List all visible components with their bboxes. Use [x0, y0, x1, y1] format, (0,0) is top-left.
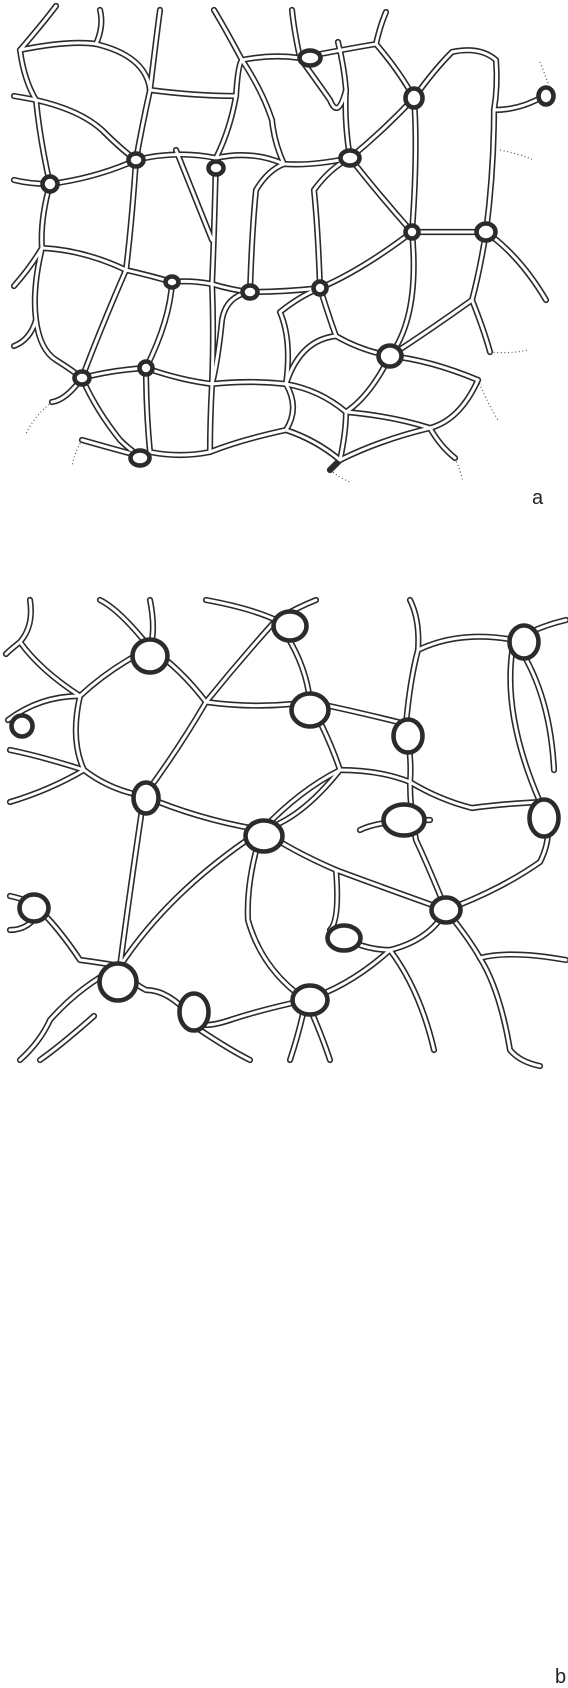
- cell-wall-drawing-b: [0, 590, 568, 1070]
- panel-label-b: b: [555, 1667, 566, 1687]
- panel-a-cell-network: a: [0, 0, 568, 490]
- panel-b-cell-network: b: [0, 590, 568, 1070]
- cell-walls-a: [14, 6, 546, 470]
- intercellular-spaces-a: [43, 51, 553, 465]
- cell-walls-b: [6, 600, 566, 1066]
- panel-label-a: a: [532, 488, 543, 508]
- cell-wall-drawing-a: [0, 0, 568, 490]
